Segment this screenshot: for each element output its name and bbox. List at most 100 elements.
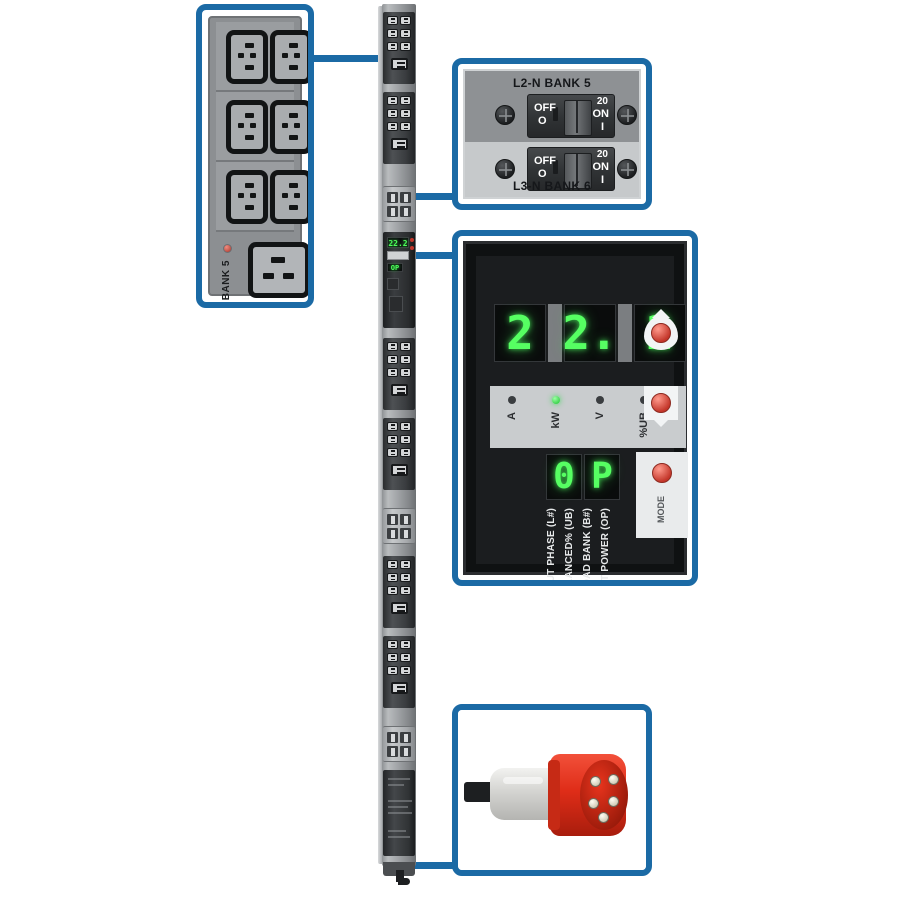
strip-breaker-block (383, 186, 415, 222)
digital-meter-callout: 2 2. 2 A kW V %UB (452, 230, 698, 586)
strip-breaker-block (383, 508, 415, 544)
plug-pin (590, 776, 601, 787)
breaker-off-symbol: O (538, 115, 547, 127)
legend-load-bank: LOAD BANK (B#) (582, 508, 593, 586)
button-cap (651, 393, 671, 413)
breaker-bottom-label: L3-N BANK 6 (513, 179, 591, 193)
leader-line-breaker (414, 193, 458, 200)
strip-outlet-bank (383, 418, 415, 490)
strip-breaker-block (383, 726, 415, 762)
mode-digit-window: 0 (546, 454, 582, 500)
bank-status-led (223, 244, 232, 253)
plug-pin (608, 796, 619, 807)
leader-line-plug-horizontal (404, 862, 460, 869)
strip-outlet-bank (383, 636, 415, 708)
outlet-c13[interactable] (226, 30, 268, 84)
strip-meter-value: 22.2 (388, 239, 408, 248)
digit-separator (548, 304, 562, 362)
meter-digit-window: 2. (562, 304, 618, 362)
bank-label: L2-N BANK 5 (221, 260, 232, 308)
breaker-rating: 20 (596, 149, 608, 160)
button-cap (652, 463, 672, 483)
strip-outlet-bank (383, 12, 415, 84)
led-kilowatts (552, 396, 560, 404)
mode-button[interactable] (645, 456, 679, 490)
panel-screw (617, 105, 637, 125)
outlet-c13[interactable] (270, 30, 308, 84)
breaker-top-label: L2-N BANK 5 (513, 76, 591, 90)
breaker-rating: 20 (596, 96, 608, 107)
pdu-vertical-strip: 22.2 OP (378, 4, 420, 885)
led-label-kilowatts: kW (550, 412, 562, 429)
breaker-on-symbol: I (600, 174, 604, 186)
breaker-off-label: OFF (534, 155, 556, 167)
led-amps (508, 396, 516, 404)
breaker-on-label: ON (592, 161, 610, 173)
outlet-row (216, 92, 308, 162)
outlet-c19[interactable] (248, 242, 308, 298)
mode-digit-2: P (591, 456, 613, 497)
panel-screw (495, 105, 515, 125)
led-label-amps: A (506, 412, 518, 420)
meter-digit-window: 2 (494, 304, 546, 362)
pdu-bottom-foot (383, 862, 415, 876)
plug-collar (548, 760, 560, 830)
strip-outlet-bank (383, 556, 415, 628)
legend-unbalanced: UNBALANCED% (UB) (564, 508, 575, 586)
outlet-row (216, 162, 308, 232)
strip-outlet-bank (383, 338, 415, 410)
outlet-c13[interactable] (270, 170, 308, 224)
mode-digit-window: P (584, 454, 620, 500)
legend-input-phase: INPUT PHASE (L#) (546, 508, 557, 586)
button-cap (651, 323, 671, 343)
meter-faceplate: 2 2. 2 A kW V %UB (476, 256, 688, 580)
panel-screw (617, 159, 637, 179)
breaker-toggle[interactable] (564, 153, 592, 189)
power-cord-exit (398, 878, 410, 885)
outlet-row: L2-N BANK 5 (216, 232, 308, 302)
breaker-faceplate: L2-N BANK 5 OFF O 20 ON I OFF O 20 ON (463, 69, 641, 199)
breaker-notch (553, 107, 558, 121)
strip-meter-block: 22.2 OP (383, 232, 415, 328)
mode-button-label: MODE (656, 496, 666, 523)
breaker-off-label: OFF (534, 102, 556, 114)
legend-output-power: OUTPUT POWER (OP) (600, 508, 611, 586)
meter-digit-2: 2. (562, 306, 618, 360)
breaker-on-symbol: I (600, 121, 604, 133)
leader-line-outlet-bank (314, 55, 380, 62)
breaker-notch (553, 160, 558, 174)
meter-digit-1: 2 (506, 306, 534, 360)
outlet-c13[interactable] (226, 100, 268, 154)
outlet-c13[interactable] (226, 170, 268, 224)
outlet-row (216, 22, 308, 92)
circuit-breaker-bank-5[interactable]: OFF O 20 ON I (527, 94, 615, 138)
up-arrow-button[interactable] (644, 309, 678, 350)
led-label-volts: V (594, 412, 606, 420)
meter-bezel: 2 2. 2 A kW V %UB (463, 241, 688, 580)
plug-pin (588, 798, 599, 809)
outlet-bank-callout: L2-N BANK 5 (196, 4, 314, 308)
strip-outlet-bank (383, 92, 415, 164)
down-arrow-button[interactable] (644, 386, 678, 427)
power-cord (396, 870, 404, 882)
strip-mode-value: OP (390, 264, 400, 272)
breaker-off-symbol: O (538, 168, 547, 180)
breaker-on-label: ON (592, 108, 610, 120)
strip-led-indicator (410, 238, 414, 242)
breaker-callout: L2-N BANK 5 OFF O 20 ON I OFF O 20 ON (452, 58, 652, 210)
plug-pin-earth (598, 812, 609, 823)
strip-label-plate (383, 770, 415, 856)
circuit-breaker-bank-6[interactable]: OFF O 20 ON I (527, 147, 615, 191)
mode-digit-1: 0 (553, 456, 575, 497)
breaker-toggle[interactable] (564, 100, 592, 136)
leader-line-meter (414, 252, 458, 259)
pdu-side-rail (378, 6, 383, 864)
plug-photo-area (458, 710, 646, 870)
outlet-bank-faceplate: L2-N BANK 5 (208, 16, 308, 302)
panel-screw (495, 159, 515, 179)
input-plug-callout (452, 704, 652, 876)
digit-separator (618, 304, 632, 362)
outlet-c13[interactable] (270, 100, 308, 154)
strip-led-indicator (410, 246, 414, 250)
